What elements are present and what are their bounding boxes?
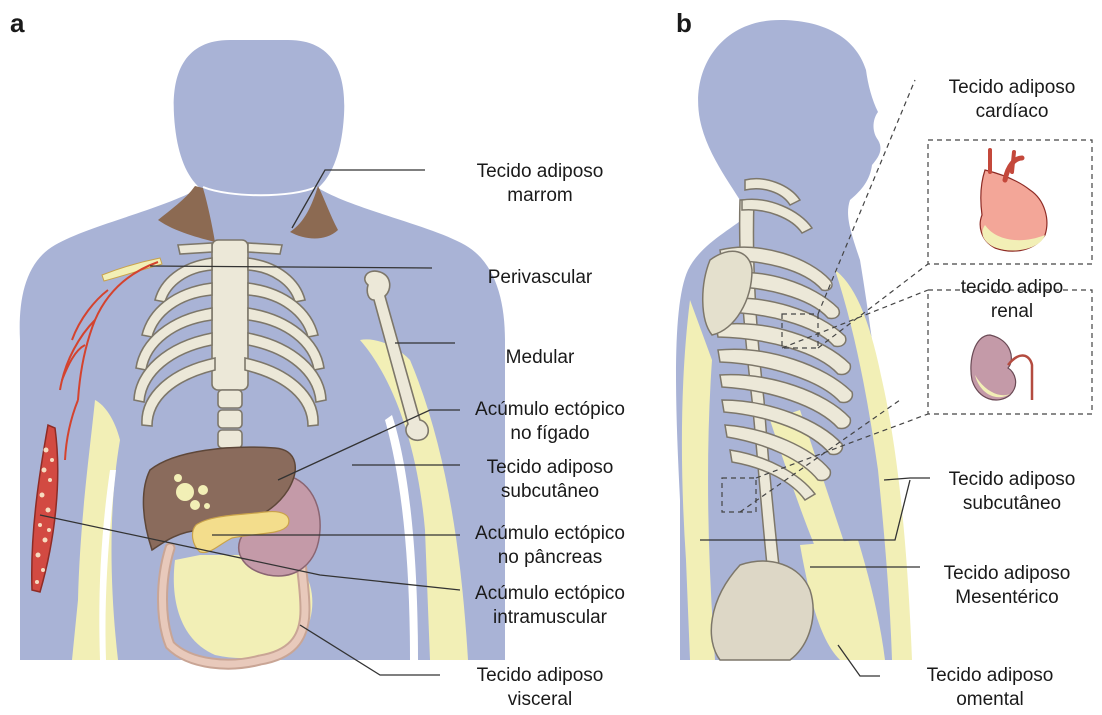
label-line: subcutâneo [922, 492, 1102, 516]
label-perivascular: Perivascular [440, 266, 640, 290]
label-omental: Tecido adiposo omental [900, 664, 1080, 712]
label-brown-adipose-tissue: Tecido adiposo marrom [440, 160, 640, 208]
label-renal: tecido adipo renal [922, 276, 1102, 324]
label-line: Tecido adiposo [900, 664, 1080, 688]
label-line: Tecido adiposo [460, 456, 640, 480]
label-ectopic-pancreas: Acúmulo ectópico no pâncreas [460, 522, 640, 570]
label-visceral: Tecido adiposo visceral [450, 664, 630, 712]
label-line: no pâncreas [460, 546, 640, 570]
label-line: omental [900, 688, 1080, 712]
label-line: Acúmulo ectópico [460, 582, 640, 606]
label-line: subcutâneo [460, 480, 640, 504]
label-line: Tecido adiposo [922, 76, 1102, 100]
label-line: Tecido adiposo [450, 664, 630, 688]
label-cardiac: Tecido adiposo cardíaco [922, 76, 1102, 124]
label-line: tecido adipo [922, 276, 1102, 300]
label-line: Perivascular [440, 266, 640, 290]
label-line: Medular [440, 346, 640, 370]
label-subcutaneous-a: Tecido adiposo subcutâneo [460, 456, 640, 504]
label-ectopic-intramuscular: Acúmulo ectópico intramuscular [460, 582, 640, 630]
panel-a-letter: a [10, 8, 24, 39]
label-line: marrom [440, 184, 640, 208]
label-ectopic-liver: Acúmulo ectópico no fígado [460, 398, 640, 446]
label-medular: Medular [440, 346, 640, 370]
label-subcutaneous-b: Tecido adiposo subcutâneo [922, 468, 1102, 516]
panel-b-letter: b [676, 8, 692, 39]
label-line: no fígado [460, 422, 640, 446]
label-line: renal [922, 300, 1102, 324]
label-line: Acúmulo ectópico [460, 398, 640, 422]
label-line: Acúmulo ectópico [460, 522, 640, 546]
label-mesenteric: Tecido adiposo Mesentérico [912, 562, 1102, 610]
label-line: Tecido adiposo [912, 562, 1102, 586]
kidney-icon [971, 335, 1032, 400]
label-line: Tecido adiposo [440, 160, 640, 184]
label-line: intramuscular [460, 606, 640, 630]
label-line: Mesentérico [912, 586, 1102, 610]
panel-a-figure [20, 40, 505, 675]
label-line: visceral [450, 688, 630, 712]
heart-icon [980, 150, 1047, 251]
label-line: Tecido adiposo [922, 468, 1102, 492]
label-line: cardíaco [922, 100, 1102, 124]
